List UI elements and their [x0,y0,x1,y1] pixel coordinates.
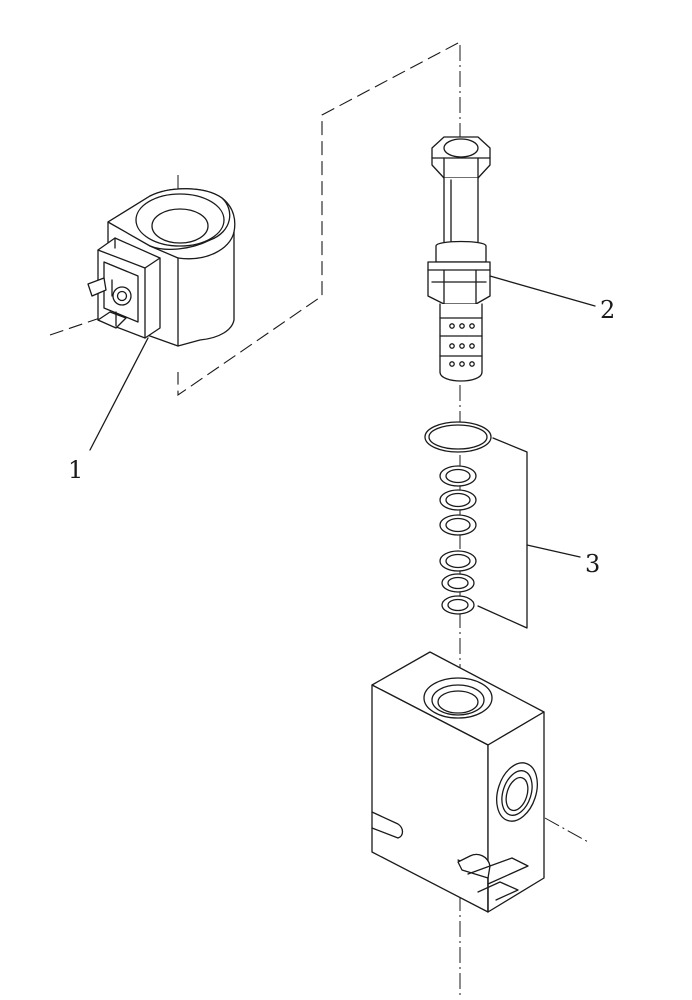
callout-label-2: 2 [600,296,615,324]
cartridge-valve [427,136,491,382]
assembly-dashed-path [49,42,459,397]
callout-label-3: 3 [585,550,600,578]
callout-leader-lines [89,275,596,629]
solenoid-coil [87,188,236,347]
valve-body-block [371,651,545,913]
callout-label-1: 1 [68,456,83,484]
seal-kit-rings [424,421,492,615]
